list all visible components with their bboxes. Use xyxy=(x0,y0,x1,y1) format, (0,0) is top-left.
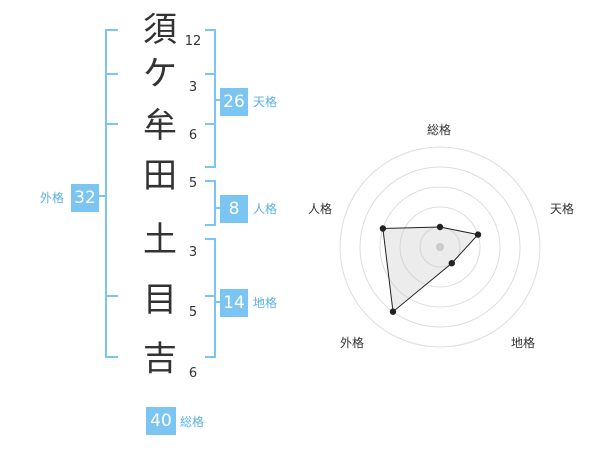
radar-label-left: 人格 xyxy=(308,202,333,216)
name-char-7: 吉 xyxy=(143,339,177,379)
name-char-5: 土 xyxy=(143,220,177,260)
radar-point-5 xyxy=(379,225,387,232)
radar-ring xyxy=(399,206,481,288)
tenkaku-value-badge: 26 xyxy=(220,88,248,116)
radar-label-top: 総格 xyxy=(427,123,452,137)
stroke-count-4: 5 xyxy=(188,176,198,191)
radar-point-3 xyxy=(448,260,455,267)
radar-label-bottom-right: 地格 xyxy=(511,336,536,350)
name-char-3: 牟 xyxy=(143,106,177,146)
name-char-6: 目 xyxy=(143,280,177,320)
stroke-count-3: 6 xyxy=(188,128,198,143)
stroke-count-7: 6 xyxy=(188,366,198,381)
radar-point-1 xyxy=(436,223,444,231)
radar-label-bottom-left: 外格 xyxy=(340,336,365,350)
radar-center xyxy=(436,243,444,251)
gaikaku-label: 外格 xyxy=(40,191,65,205)
radar-chart xyxy=(339,146,541,348)
stroke-count-5: 3 xyxy=(188,245,198,260)
jinkaku-label: 人格 xyxy=(253,202,278,216)
name-char-1: 須 xyxy=(143,10,177,50)
gaikaku-value-badge: 32 xyxy=(71,184,99,212)
tenkaku-label: 天格 xyxy=(253,95,278,109)
name-char-2: ケ xyxy=(143,54,177,94)
radar-point-4 xyxy=(389,308,397,315)
radar-point-2 xyxy=(474,231,482,238)
soukaku-label: 総格 xyxy=(180,415,205,429)
radar-shape xyxy=(382,226,479,313)
radar-ring xyxy=(359,166,521,328)
stroke-count-6: 5 xyxy=(188,305,198,320)
radar-label-right: 天格 xyxy=(550,202,575,216)
radar-ring xyxy=(379,186,501,308)
soukaku-value-badge: 40 xyxy=(146,407,176,435)
stroke-count-2: 3 xyxy=(188,80,198,95)
chikaku-value-badge: 14 xyxy=(220,289,248,317)
stroke-count-1: 12 xyxy=(184,34,202,49)
name-char-4: 田 xyxy=(143,156,177,196)
jinkaku-value-badge: 8 xyxy=(220,195,248,223)
chikaku-label: 地格 xyxy=(253,296,278,310)
